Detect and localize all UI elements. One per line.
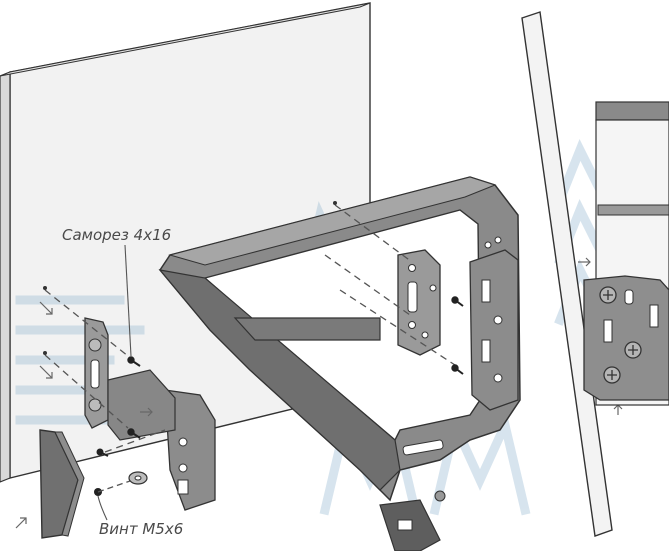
detail-cabinet-corner — [583, 101, 669, 406]
slide-rail — [379, 490, 446, 551]
direction-arrow-icon — [15, 257, 623, 529]
frame-mount-plate-right — [469, 236, 519, 411]
bolt-icon — [94, 480, 131, 496]
assembly-guide-lines — [44, 204, 456, 453]
center-bracket — [397, 249, 441, 356]
screw-callout-label: Саморез 4x16 — [62, 226, 172, 244]
frame-mount-plate-left — [164, 389, 216, 511]
washer-icon — [128, 471, 148, 485]
screw-icon — [96, 296, 464, 457]
side-rail-strip — [521, 11, 613, 537]
guide-start-markers — [43, 201, 337, 355]
bolt-callout-label: Винт М5х6 — [99, 520, 184, 538]
callout-leaders — [97, 244, 132, 521]
end-cap — [39, 429, 85, 539]
